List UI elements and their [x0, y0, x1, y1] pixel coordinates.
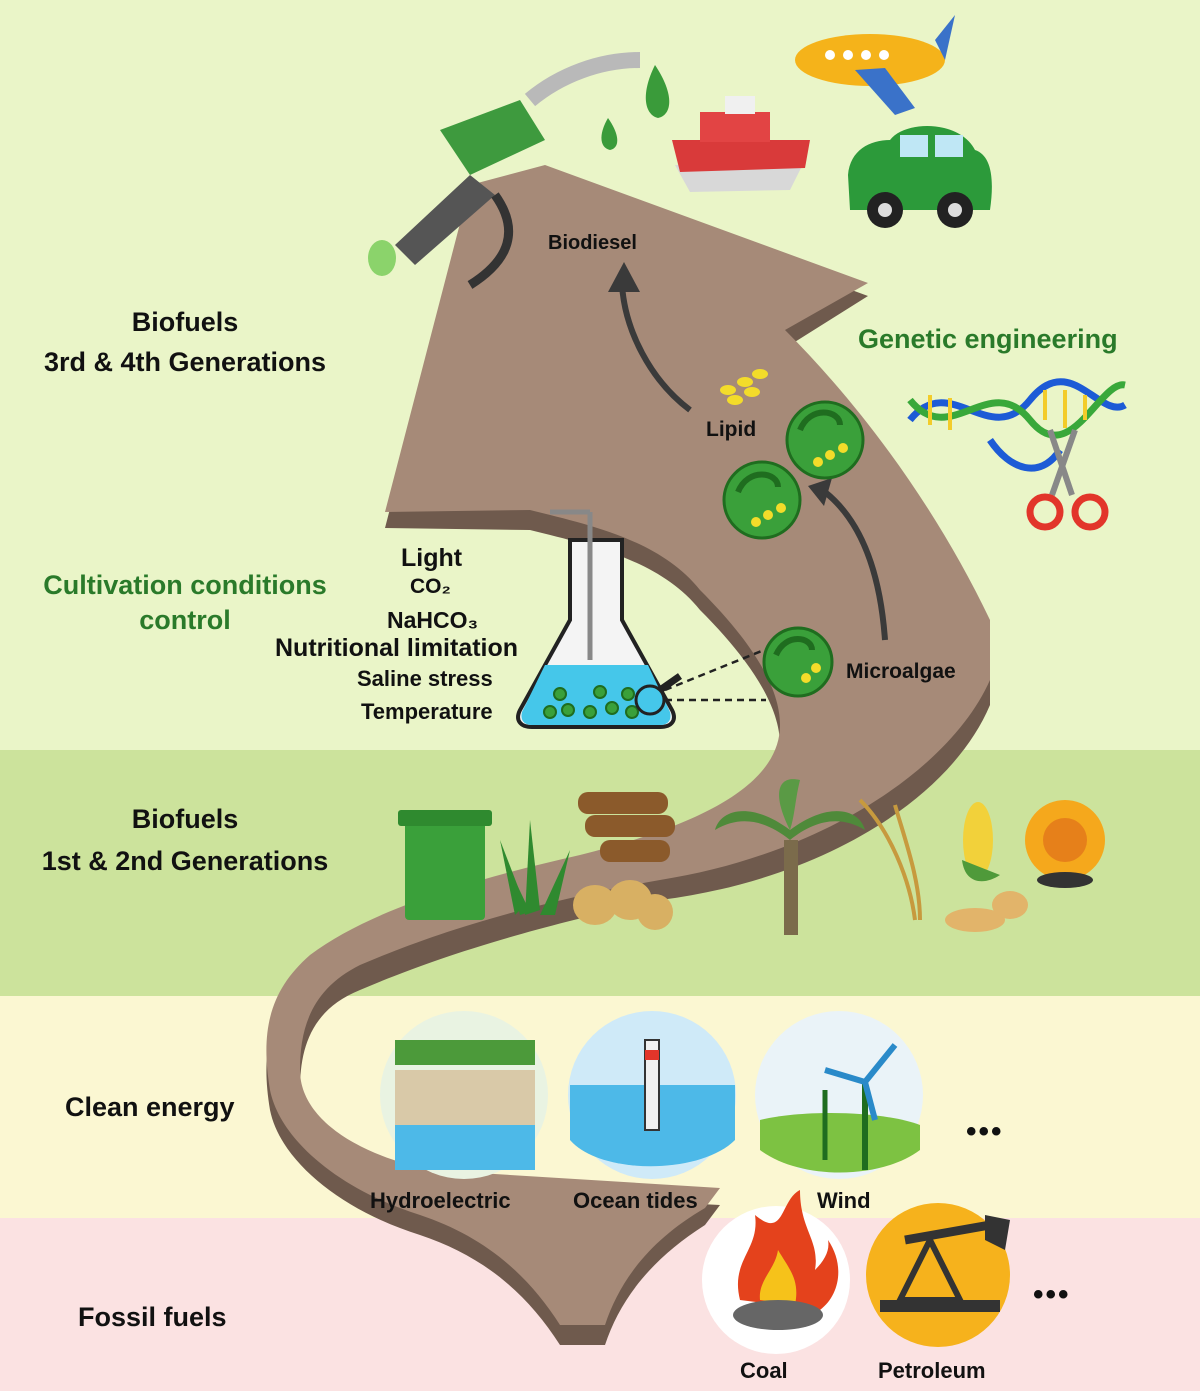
- label-wind: Wind: [817, 1188, 871, 1213]
- condition-nahco3: NaHCO₃: [387, 607, 479, 633]
- section-biofuels-1-2-line1: Biofuels: [131, 804, 239, 834]
- label-hydroelectric: Hydroelectric: [370, 1188, 511, 1213]
- condition-saline-stress: Saline stress: [357, 666, 493, 691]
- wind-turbines-icon: [755, 1011, 923, 1179]
- corn-icon: [962, 802, 1000, 882]
- section-fossil-fuels: Fossil fuels: [78, 1302, 227, 1332]
- zoom-line-1: [664, 648, 765, 692]
- topic-genetic-engineering: Genetic engineering: [858, 324, 1118, 354]
- flask-icon: [516, 509, 683, 729]
- condition-temperature: Temperature: [361, 699, 493, 724]
- label-coal: Coal: [740, 1358, 788, 1383]
- microalgae-cell-lipid-2: [722, 460, 802, 540]
- microalgae-cell-lipid-1: [785, 400, 865, 480]
- coal-fire-icon: [702, 1190, 850, 1354]
- condition-nutritional-limitation: Nutritional limitation: [275, 634, 519, 662]
- section-biofuels-3-4-line1: Biofuels: [131, 307, 239, 337]
- topic-cultivation-control: Cultivation conditions control: [15, 568, 355, 638]
- topic-cultivation-line1: Cultivation conditions: [43, 570, 327, 600]
- clean-energy-more: •••: [966, 1115, 1004, 1148]
- section-biofuels-3-4-line2: 3rd & 4th Generations: [43, 347, 327, 377]
- airplane-icon: [795, 15, 955, 115]
- scissors-icon: [1026, 428, 1109, 531]
- fossil-more: •••: [1033, 1278, 1071, 1311]
- waste-bin-icon: [398, 810, 492, 920]
- sunflower-icon: [1025, 800, 1105, 888]
- oil-pump-icon: [866, 1203, 1010, 1347]
- condition-light: Light: [401, 544, 463, 572]
- microalgae-cell: [762, 626, 834, 698]
- palm-tree-icon: [715, 779, 865, 935]
- lipid-droplets-icon: [720, 369, 768, 405]
- arrow-microalgae-to-lipid: [823, 489, 888, 641]
- grass-icon: [500, 820, 570, 915]
- label-ocean-tides: Ocean tides: [573, 1188, 698, 1213]
- topic-cultivation-line2: control: [139, 605, 231, 635]
- ocean-tides-icon: [568, 1011, 736, 1179]
- section-biofuels-1-2-line2: 1st & 2nd Generations: [41, 846, 329, 876]
- label-lipid: Lipid: [706, 418, 757, 441]
- label-petroleum: Petroleum: [878, 1358, 986, 1383]
- arrowhead-biodiesel: [608, 262, 640, 292]
- section-biofuels-3-4: Biofuels 3rd & 4th Generations: [20, 302, 350, 382]
- boat-icon: [672, 96, 810, 192]
- hydroelectric-icon: [380, 1011, 548, 1179]
- section-clean-energy: Clean energy: [65, 1092, 235, 1122]
- straw-bundle-icon: [573, 880, 673, 930]
- dna-icon: [907, 378, 1127, 472]
- wheat-icon: [858, 798, 922, 921]
- section-biofuels-1-2: Biofuels 1st & 2nd Generations: [20, 798, 350, 882]
- arrowhead-lipid: [808, 478, 832, 506]
- fuel-nozzle-icon: [368, 52, 670, 289]
- soybean-icon: [945, 891, 1028, 932]
- car-icon: [848, 126, 992, 228]
- label-biodiesel: Biodiesel: [548, 232, 637, 254]
- wood-logs-icon: [578, 792, 675, 862]
- condition-co2: CO₂: [410, 575, 451, 598]
- arrow-lipid-to-biodiesel: [619, 284, 692, 413]
- label-microalgae: Microalgae: [846, 660, 956, 683]
